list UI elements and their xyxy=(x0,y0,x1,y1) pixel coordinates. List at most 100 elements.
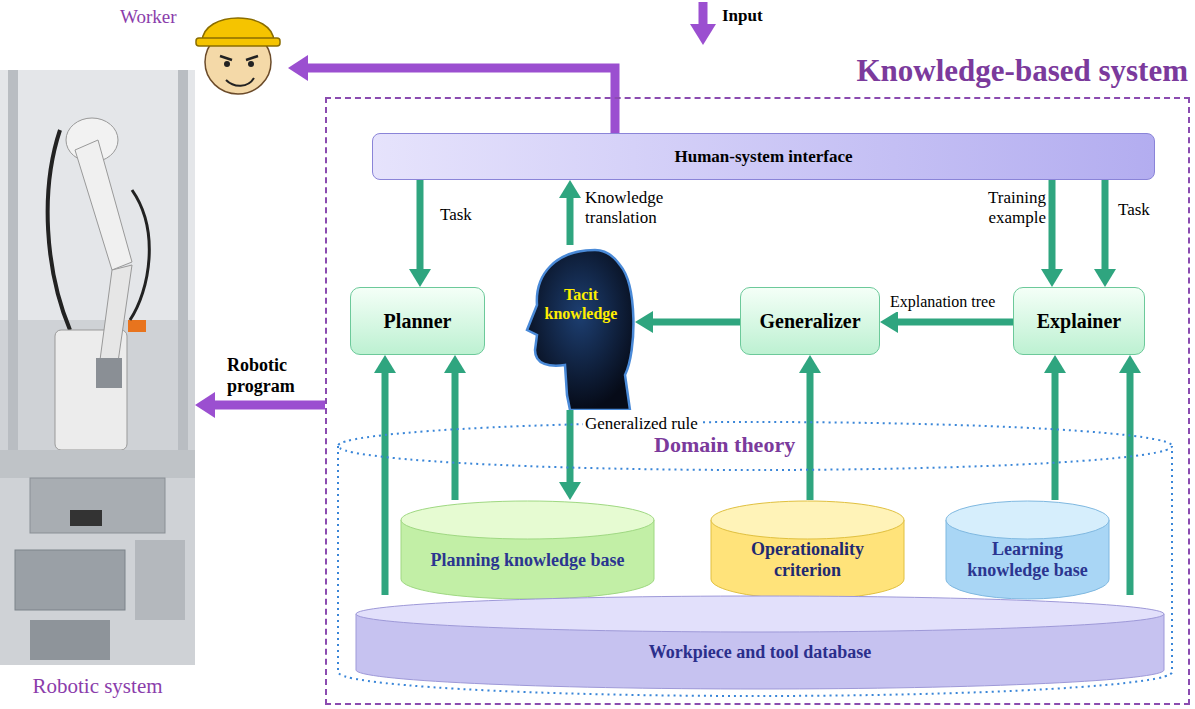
arrow-shaft xyxy=(213,401,325,410)
connector-arrow xyxy=(1044,355,1066,500)
process-box: Generalizer xyxy=(740,287,880,355)
process-box: Explainer xyxy=(1013,287,1145,355)
connector-arrow xyxy=(880,311,1013,333)
arrow-head xyxy=(880,311,898,333)
connector-arrow xyxy=(374,355,396,595)
robot-node: Robotic system xyxy=(0,70,195,705)
label-holder: Input xyxy=(720,6,765,26)
connector-arrow xyxy=(409,180,431,287)
arrow-head xyxy=(635,311,653,333)
arrow-head xyxy=(799,355,821,373)
system-title: Knowledge-based system xyxy=(856,53,1188,88)
worker-cartoon xyxy=(190,0,285,100)
edge-label-patch: Robotic program xyxy=(225,355,324,397)
text-holder: Worker xyxy=(120,6,177,28)
connector-arrow xyxy=(635,311,740,333)
edge-label: Knowledge translation xyxy=(585,188,663,227)
cylinder-top xyxy=(946,501,1109,539)
domain-region: Domain theoryPlanning knowledge base Oper… xyxy=(335,420,1175,700)
arrow-head xyxy=(374,355,396,373)
interface-bar: Human-system interface xyxy=(372,133,1155,180)
arrow-head xyxy=(1094,269,1116,287)
box-label: Planner xyxy=(384,310,452,333)
photo-caption: Robotic system xyxy=(32,674,162,698)
database-cylinder: Learning knowledge base xyxy=(945,500,1110,600)
arrow-shaft xyxy=(567,196,574,245)
edge-label: Training example xyxy=(988,188,1046,227)
cylinder-top xyxy=(711,501,904,539)
arrow-head xyxy=(409,269,431,287)
text-holder: Learning knowledge base xyxy=(951,540,1104,580)
text-holder: Knowledge-based system xyxy=(856,53,1188,89)
text-holder: Workpiece and tool database xyxy=(361,633,1159,671)
arrow-head xyxy=(1119,355,1141,373)
system-boundary: Knowledge-based systemHuman-system inter… xyxy=(325,97,1190,705)
arrow-head xyxy=(1041,269,1063,287)
cylinder-top xyxy=(356,596,1164,632)
connector-arrow xyxy=(559,180,581,245)
interface-label: Human-system interface xyxy=(675,147,853,167)
text-holder: Domain theory xyxy=(650,432,799,458)
arrow-shaft xyxy=(452,371,459,500)
region-label: Domain theory xyxy=(650,432,799,457)
flow-arrow xyxy=(288,55,615,133)
head-label: Tacit knowledge xyxy=(545,286,618,322)
edge-label-patch: Task xyxy=(438,205,474,225)
arrow-head xyxy=(195,392,215,418)
database-cylinder: Workpiece and tool database xyxy=(355,595,1165,690)
text-holder: Robotic system xyxy=(0,674,195,699)
arrow-shaft xyxy=(1052,371,1059,500)
arrow-head xyxy=(444,355,466,373)
arrow-head xyxy=(559,482,581,500)
edge-label: Task xyxy=(440,205,472,224)
arrow-shaft xyxy=(306,68,615,133)
head-node: Tacit knowledge xyxy=(525,245,635,410)
database-label: Planning knowledge base xyxy=(430,550,624,571)
edge-label-patch: Task xyxy=(1116,200,1152,220)
process-box: Planner xyxy=(350,287,485,355)
box-label: Generalizer xyxy=(759,310,860,333)
connector-arrow xyxy=(799,355,821,500)
arrow-label: Input xyxy=(722,6,763,25)
box-label: Explainer xyxy=(1037,310,1121,333)
edge-label: Robotic program xyxy=(227,355,295,396)
database-cylinder: Operationality criterion xyxy=(710,500,905,600)
arrow-shaft xyxy=(567,410,574,484)
edge-label: Generalized rule xyxy=(585,414,698,433)
database-label: Workpiece and tool database xyxy=(649,642,872,663)
text-holder: Planning knowledge base xyxy=(406,540,649,580)
text-holder: Operationality criterion xyxy=(716,540,899,580)
edge-label-patch: Training example xyxy=(962,188,1048,228)
node-label: Worker xyxy=(120,6,177,27)
arrow-shaft xyxy=(417,180,424,271)
edge-label-patch: Generalized rule xyxy=(583,414,700,434)
arrow-shaft xyxy=(382,371,389,595)
arrow-shaft xyxy=(896,319,1013,326)
connector-arrow xyxy=(1119,355,1141,595)
arrow-head xyxy=(559,180,581,198)
robot-photo xyxy=(0,70,195,665)
arrow-shaft xyxy=(1127,371,1134,595)
arrow-head xyxy=(288,55,308,81)
arrow-shaft xyxy=(1049,180,1056,271)
arrow-shaft xyxy=(1102,180,1109,271)
connector-arrow xyxy=(444,355,466,500)
edge-label-patch: Knowledge translation xyxy=(583,188,699,228)
head-silhouette xyxy=(525,245,635,410)
text-holder: Tacit knowledge xyxy=(539,285,623,323)
cylinder-top xyxy=(401,501,654,539)
connector-arrow xyxy=(1094,180,1116,287)
database-label: Learning knowledge base xyxy=(951,539,1104,581)
input-arrow xyxy=(688,0,718,48)
edge-label-patch: Explanation tree xyxy=(888,292,997,312)
database-cylinder: Planning knowledge base xyxy=(400,500,655,600)
arrow-shaft xyxy=(807,371,814,500)
worker-node: Worker xyxy=(110,0,288,100)
edge-label: Explanation tree xyxy=(890,293,995,310)
database-label: Operationality criterion xyxy=(716,539,899,581)
arrow-head xyxy=(1044,355,1066,373)
edge-label: Task xyxy=(1118,200,1150,219)
head-outline xyxy=(527,250,633,410)
arrow-shaft xyxy=(651,319,740,326)
